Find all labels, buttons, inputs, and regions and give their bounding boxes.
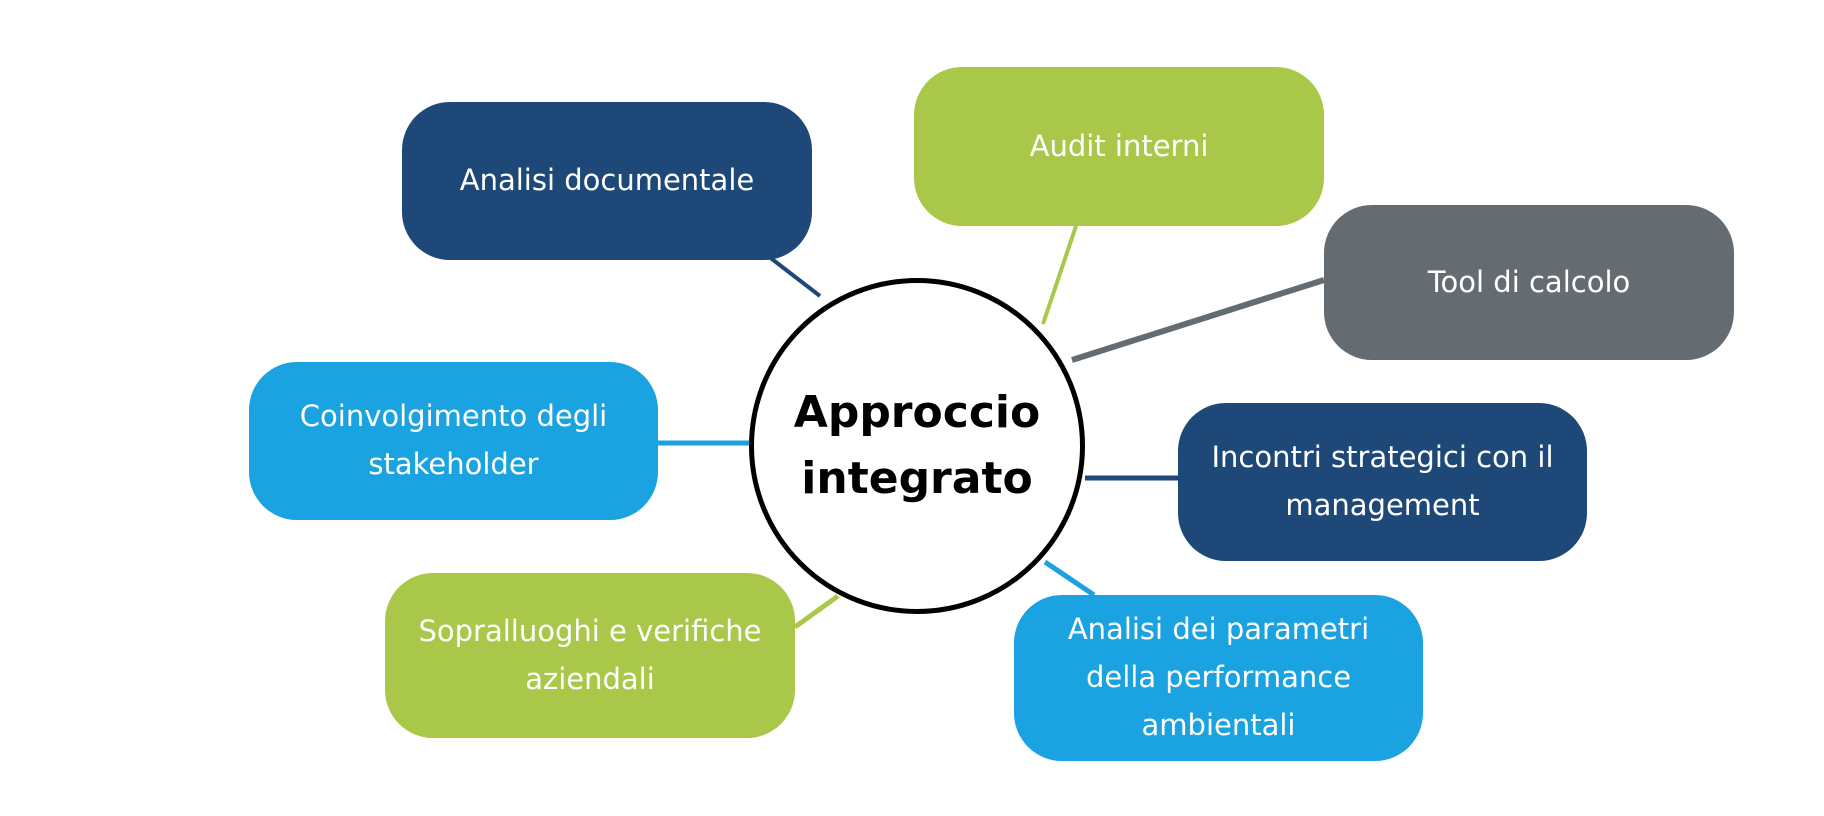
node-label-line: Coinvolgimento degli [299, 399, 608, 434]
center-title-line-2: integrato [801, 453, 1033, 504]
center-node: Approccio integrato [749, 278, 1085, 614]
center-title-line-1: Approccio [793, 387, 1041, 438]
node-label-line: ambientali [1141, 707, 1296, 742]
node-label-line: Analisi documentale [459, 163, 755, 198]
node-label-line: Incontri strategici con il [1211, 440, 1554, 475]
link-audit-interni [1041, 225, 1078, 325]
node-incontri-strategici: Incontri strategici con il management [1178, 403, 1587, 561]
node-label-line: stakeholder [368, 447, 539, 481]
node-coinvolgimento-stakeholder: Coinvolgimento degli stakeholder [249, 362, 658, 520]
node-tool-di-calcolo: Tool di calcolo [1324, 205, 1734, 360]
node-sopralluoghi: Sopralluoghi e verifiche aziendali [385, 573, 795, 738]
node-label-line: Analisi dei parametri [1067, 612, 1370, 647]
node-analisi-documentale: Analisi documentale [402, 102, 812, 260]
link-analisi-parametri [1043, 559, 1096, 598]
link-tool-di-calcolo [1071, 277, 1325, 363]
link-sopralluoghi [793, 593, 840, 630]
node-analisi-parametri: Analisi dei parametri della performance … [1014, 595, 1423, 761]
node-label-line: Sopralluoghi e verifiche [418, 613, 762, 648]
node-label-line: management [1285, 488, 1480, 522]
node-label-line: Audit interni [1029, 128, 1209, 163]
node-label-line: aziendali [525, 661, 655, 696]
node-label-line: Tool di calcolo [1427, 264, 1631, 299]
node-label-line: della performance [1085, 660, 1352, 695]
link-analisi-documentale [766, 254, 822, 298]
node-audit-interni: Audit interni [914, 67, 1324, 226]
